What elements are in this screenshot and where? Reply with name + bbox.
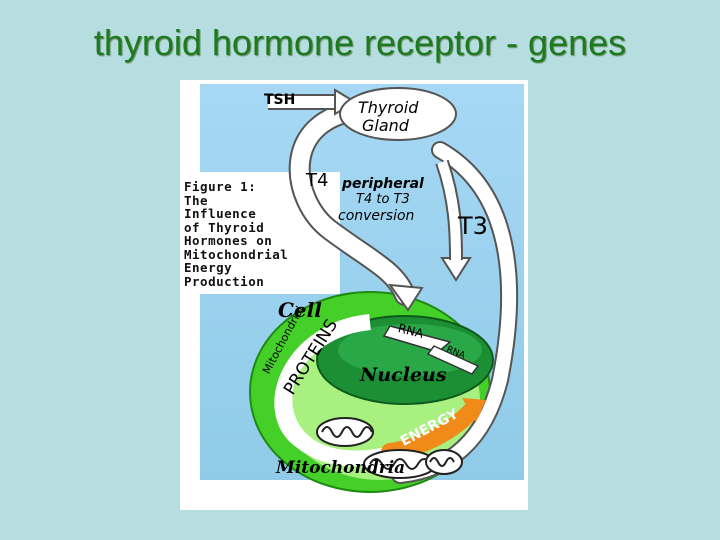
thyroid-gland-label-2: Gland [362, 116, 409, 135]
caption-line: Influence [184, 206, 257, 221]
thyroid-gland [339, 87, 457, 141]
slide-title: thyroid hormone receptor - genes [93, 22, 627, 63]
caption-line: of Thyroid [184, 219, 265, 235]
caption-line: Figure 1: [184, 179, 257, 194]
t4-arrow [290, 101, 414, 304]
caption-line: Hormones on [184, 233, 273, 248]
t3-label: T3 [458, 212, 488, 240]
caption-line: Mitochondrial [184, 246, 289, 262]
t3-down [437, 160, 461, 261]
caption-line: Production [184, 273, 265, 289]
caption-line: Energy [184, 260, 233, 275]
diagram-graphic [180, 84, 524, 493]
cell-label: Cell [278, 298, 322, 322]
t4-label: T4 [306, 170, 329, 191]
t4-arrow-head [387, 283, 424, 312]
thyroid-gland-label-1: Thyroid [358, 98, 419, 117]
peripheral-label-3: conversion [338, 208, 415, 224]
peripheral-label-2: T4 to T3 [356, 192, 410, 207]
figure-panel: Figure 1: The Influence of Thyroid Hormo… [180, 80, 528, 510]
mitochondria-label: Mitochondria [276, 458, 406, 478]
caption-line: The [184, 192, 209, 208]
proteins-arrow [274, 314, 403, 467]
tsh-label: TSH [264, 92, 296, 108]
figure-caption: Figure 1: The Influence of Thyroid Hormo… [184, 180, 354, 288]
mitochondria-shapes [316, 417, 463, 479]
energy-arrow-head [462, 398, 486, 422]
peripheral-label-1: peripheral [342, 176, 424, 192]
nucleus-label: Nucleus [360, 364, 447, 386]
rna-arrow-2 [426, 345, 480, 375]
